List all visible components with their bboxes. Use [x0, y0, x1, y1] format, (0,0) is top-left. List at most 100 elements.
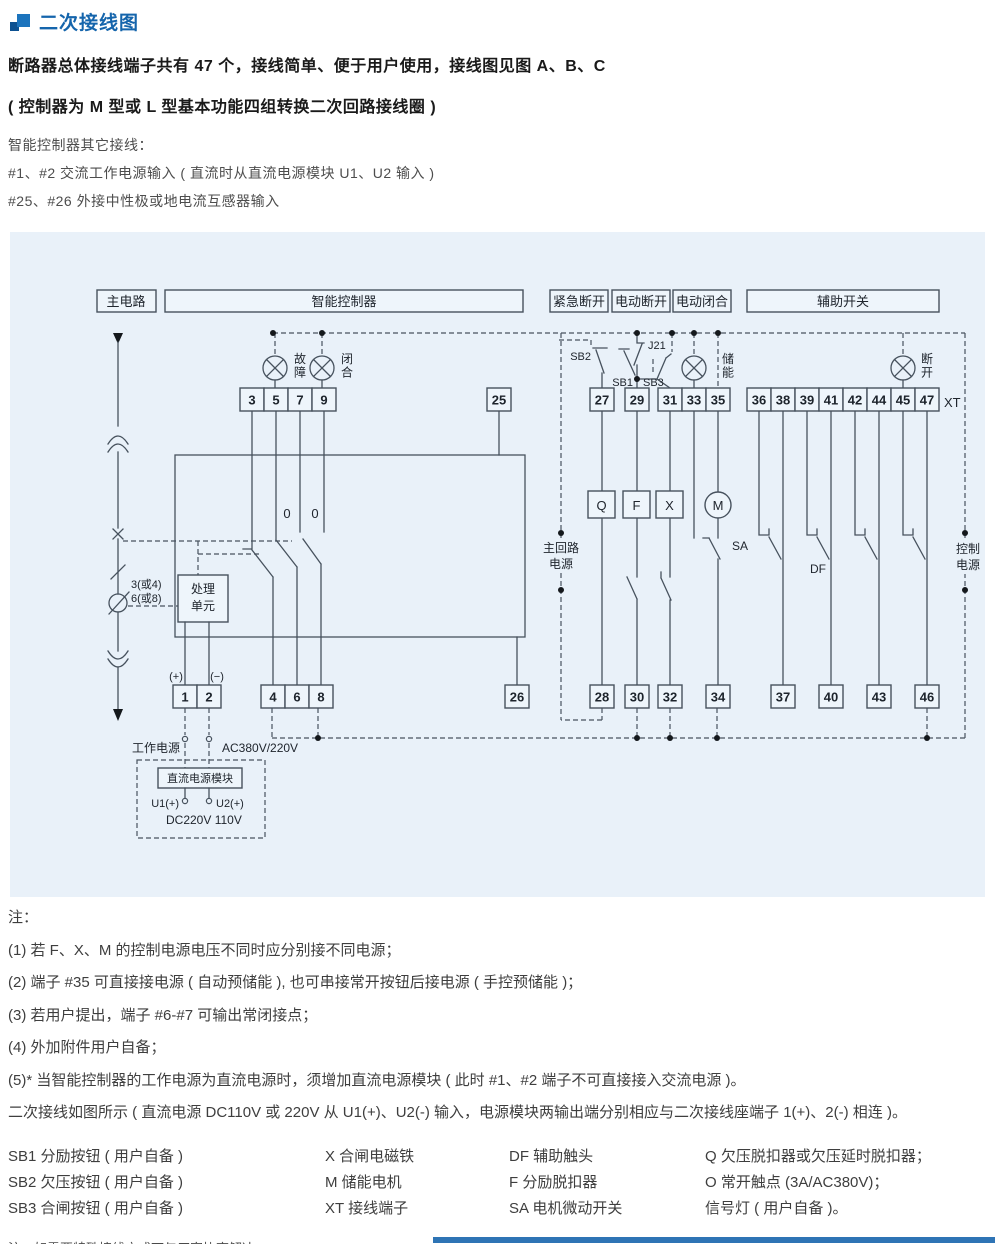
terminal-label-26: 26	[510, 690, 524, 705]
j21-label: J21	[648, 340, 666, 352]
bottom-accent-bar	[433, 1237, 995, 1243]
terminal-label-5: 5	[272, 393, 279, 408]
terminal-8	[308, 684, 334, 709]
main-feeder-line: 3(或4) 6(或8)	[107, 333, 162, 721]
terminal-label-44: 44	[872, 393, 887, 408]
sb2-pushbutton-symbol	[592, 347, 608, 389]
intro-line-1: 断路器总体接线端子共有 47 个，接线简单、便于用户使用，接线图见图 A、B、C	[8, 58, 606, 75]
ac-supply-label: AC380V/220V	[222, 741, 298, 755]
legend-cell: XT 接线端子	[325, 1199, 409, 1217]
open-lamp-label: 断开	[921, 351, 933, 380]
terminal-2	[196, 684, 222, 709]
notes-heading: 注：	[8, 909, 39, 926]
terminal-29	[624, 387, 650, 412]
other-wiring-line-2: #25、#26 外接中性极或地电流互感器输入	[8, 193, 280, 209]
note-item-1: (1) 若 F、X、M 的控制电源电压不同时应分别接不同电源；	[8, 941, 401, 959]
terminal-46	[914, 684, 940, 709]
indicator-lamps: 故障 闭合 储能 断开	[262, 351, 933, 389]
power-rail-labels: 主回路 电源 控制 电源 XT	[539, 395, 983, 574]
legend-cell: 信号灯 ( 用户自备 )。	[705, 1199, 848, 1217]
legend-cell: SB3 合闸按钮 ( 用户自备 )	[8, 1199, 184, 1217]
terminal-label-27: 27	[595, 393, 609, 408]
terminal-label-41: 41	[824, 393, 838, 408]
main-loop-power-label-2: 电源	[549, 557, 573, 571]
dc-module-box	[157, 767, 243, 789]
controller-box	[174, 454, 526, 638]
minus-label: (−)	[210, 671, 224, 683]
wiring-diagram-panel: 主电路 智能控制器 紧急断开 电动断开 电动闭合 辅助开关	[10, 232, 985, 897]
terminal-40	[818, 684, 844, 709]
legend-cell: X 合闸电磁铁	[325, 1147, 415, 1165]
legend-cell: SB1 分励按钮 ( 用户自备 )	[8, 1147, 184, 1165]
ct-ratio-label-2: 6(或8)	[131, 592, 162, 605]
terminal-label-38: 38	[776, 393, 790, 408]
other-wiring-heading: 智能控制器其它接线：	[8, 137, 153, 153]
working-power-label: 工作电源	[132, 741, 180, 755]
terminal-label-31: 31	[663, 393, 677, 408]
contact-zero-label-2: 0	[311, 506, 318, 521]
terminal-label-33: 33	[687, 393, 701, 408]
terminal-9	[311, 387, 337, 412]
terminal-32	[657, 684, 683, 709]
emergency-open-label: 紧急断开	[553, 294, 605, 309]
legend-cell: SA 电机微动开关	[509, 1199, 623, 1217]
section-marker-icon	[10, 12, 30, 32]
supply-area: (+) (−) 工作电源 AC380V/220V 直流电源模块 U1(+) U2…	[132, 671, 298, 827]
terminal-30	[624, 684, 650, 709]
processing-unit-label-1: 处理	[191, 582, 215, 596]
terminal-47	[914, 387, 940, 412]
xt-label: XT	[944, 395, 961, 410]
sa-label: SA	[732, 539, 748, 553]
terminal-28	[589, 684, 615, 709]
f-coil-label: F	[633, 498, 641, 513]
x-coil-box	[655, 490, 684, 519]
charge-lamp-label: 储能	[722, 351, 734, 380]
q-coil-label: Q	[596, 498, 606, 513]
u1-label: U1(+)	[151, 798, 179, 810]
terminal-25	[486, 387, 512, 412]
x-coil-label: X	[665, 498, 674, 513]
legend-cell: Q 欠压脱扣器或欠压延时脱扣器；	[705, 1147, 931, 1165]
sb1-label: SB1	[612, 377, 633, 389]
pushbutton-section: SB2 J21 SB1 SB3	[570, 332, 672, 389]
terminal-label-37: 37	[776, 690, 790, 705]
terminal-label-9: 9	[320, 393, 327, 408]
terminal-label-35: 35	[711, 393, 725, 408]
terminal-34	[705, 684, 731, 709]
terminal-label-36: 36	[752, 393, 766, 408]
f-coil-box	[622, 490, 651, 519]
dashed-buses	[123, 332, 966, 839]
legend-table: SB1 分励按钮 ( 用户自备 ) X 合闸电磁铁 DF 辅助触头 Q 欠压脱扣…	[8, 1144, 990, 1222]
section-boxes: 主电路 智能控制器 紧急断开 电动断开 电动闭合 辅助开关	[96, 289, 940, 313]
notes-section: 注： (1) 若 F、X、M 的控制电源电压不同时应分别接不同电源； (2) 端…	[8, 902, 990, 1244]
footer-note: 注：如需要特殊接线方式可与厂家协商解决	[8, 1238, 990, 1244]
page-title: 二次接线图	[39, 13, 140, 34]
ct-ratio-label-1: 3(或4)	[131, 578, 162, 591]
terminal-label-7: 7	[296, 393, 303, 408]
terminal-37	[770, 684, 796, 709]
main-circuit-label: 主电路	[106, 294, 145, 309]
df-label: DF	[810, 562, 826, 576]
junction-dots	[270, 330, 968, 741]
terminal-label-45: 45	[896, 393, 910, 408]
terminal-label-6: 6	[293, 690, 300, 705]
terminal-label-8: 8	[317, 690, 324, 705]
terminal-label-40: 40	[824, 690, 838, 705]
note-item-2: (2) 端子 #35 可直接接电源 ( 自动预储能 ), 也可串接常开按钮后接电…	[8, 974, 583, 991]
fault-lamp-label: 故障	[294, 351, 306, 380]
motor-close-label: 电动闭合	[676, 294, 728, 309]
terminal-label-34: 34	[711, 690, 726, 705]
processing-unit-box	[177, 574, 229, 623]
charge-lamp-icon	[681, 355, 707, 381]
disconnect-x-mark	[112, 528, 124, 540]
aux-contacts: DF	[758, 410, 928, 686]
terminal-26	[504, 684, 530, 709]
terminal-label-42: 42	[848, 393, 862, 408]
motor-symbol	[704, 491, 732, 519]
q-coil-box	[587, 490, 616, 519]
sb1-pushbutton-symbol	[618, 348, 636, 376]
motor-label: M	[713, 498, 724, 513]
legend-cell: O 常开触点 (3A/AC380V)；	[705, 1173, 889, 1191]
